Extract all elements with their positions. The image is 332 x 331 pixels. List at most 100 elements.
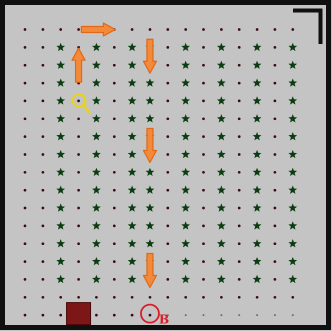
dot — [166, 117, 169, 120]
dot — [24, 64, 27, 67]
dot — [166, 278, 169, 281]
dot — [238, 296, 241, 299]
dot — [256, 28, 259, 31]
dot — [59, 296, 62, 299]
dot — [149, 296, 152, 299]
dot — [203, 314, 205, 316]
dot — [77, 153, 80, 156]
dot — [131, 296, 134, 299]
dot — [274, 225, 277, 228]
dot — [24, 100, 27, 103]
dot — [184, 28, 187, 31]
dot — [274, 28, 277, 31]
dot — [113, 278, 116, 281]
dot — [113, 207, 116, 210]
dot — [59, 314, 62, 317]
dot — [238, 171, 241, 174]
dot — [113, 46, 116, 49]
dot — [238, 100, 241, 103]
dot — [202, 296, 205, 299]
dot — [202, 207, 205, 210]
dot — [24, 153, 27, 156]
dot — [202, 171, 205, 174]
dot — [77, 207, 80, 210]
dot — [24, 171, 27, 174]
dot — [24, 242, 27, 245]
dot — [238, 314, 240, 316]
dot — [42, 296, 45, 299]
dot — [202, 28, 205, 31]
dot — [274, 135, 277, 138]
dot — [77, 171, 80, 174]
dot — [42, 242, 45, 245]
dot — [238, 82, 241, 85]
dot — [113, 225, 116, 228]
dot — [24, 28, 27, 31]
dot — [274, 64, 277, 67]
dot — [238, 242, 241, 245]
dot — [274, 278, 277, 281]
dot — [238, 225, 241, 228]
dot — [202, 100, 205, 103]
dot — [274, 82, 277, 85]
dot — [24, 314, 27, 317]
dot — [24, 296, 27, 299]
dot — [256, 314, 258, 316]
dot — [238, 46, 241, 49]
dot — [113, 314, 116, 317]
goal-label: B — [159, 313, 169, 327]
dot — [42, 135, 45, 138]
dot — [202, 153, 205, 156]
dot — [274, 207, 277, 210]
dot — [238, 117, 241, 120]
dot — [77, 189, 80, 192]
dot — [77, 100, 80, 103]
dot — [185, 314, 187, 316]
dot — [42, 46, 45, 49]
dot — [113, 171, 116, 174]
dot — [113, 117, 116, 120]
dot — [113, 100, 116, 103]
block-tile — [67, 303, 91, 325]
dot — [202, 46, 205, 49]
dot — [42, 82, 45, 85]
dot — [274, 117, 277, 120]
dot — [166, 207, 169, 210]
dot — [274, 314, 276, 316]
dot — [42, 225, 45, 228]
dot — [24, 207, 27, 210]
dot — [24, 189, 27, 192]
dot — [202, 260, 205, 263]
dot — [166, 82, 169, 85]
dot — [113, 82, 116, 85]
dot — [166, 296, 169, 299]
dot — [24, 117, 27, 120]
dot — [238, 64, 241, 67]
dot — [24, 225, 27, 228]
dot — [220, 28, 223, 31]
dot — [42, 28, 45, 31]
dot — [42, 278, 45, 281]
dot — [42, 153, 45, 156]
dot — [274, 296, 277, 299]
dot — [274, 260, 277, 263]
dot — [113, 242, 116, 245]
dot — [166, 225, 169, 228]
dot — [166, 135, 169, 138]
dot — [166, 171, 169, 174]
dot — [113, 189, 116, 192]
dot — [220, 314, 222, 316]
dot — [166, 153, 169, 156]
dot — [77, 278, 80, 281]
dot — [238, 260, 241, 263]
dot — [113, 64, 116, 67]
dot — [95, 314, 98, 317]
dot — [274, 189, 277, 192]
dot — [202, 82, 205, 85]
dot — [166, 28, 169, 31]
dot — [77, 28, 80, 31]
dot — [238, 189, 241, 192]
dot — [95, 296, 98, 299]
